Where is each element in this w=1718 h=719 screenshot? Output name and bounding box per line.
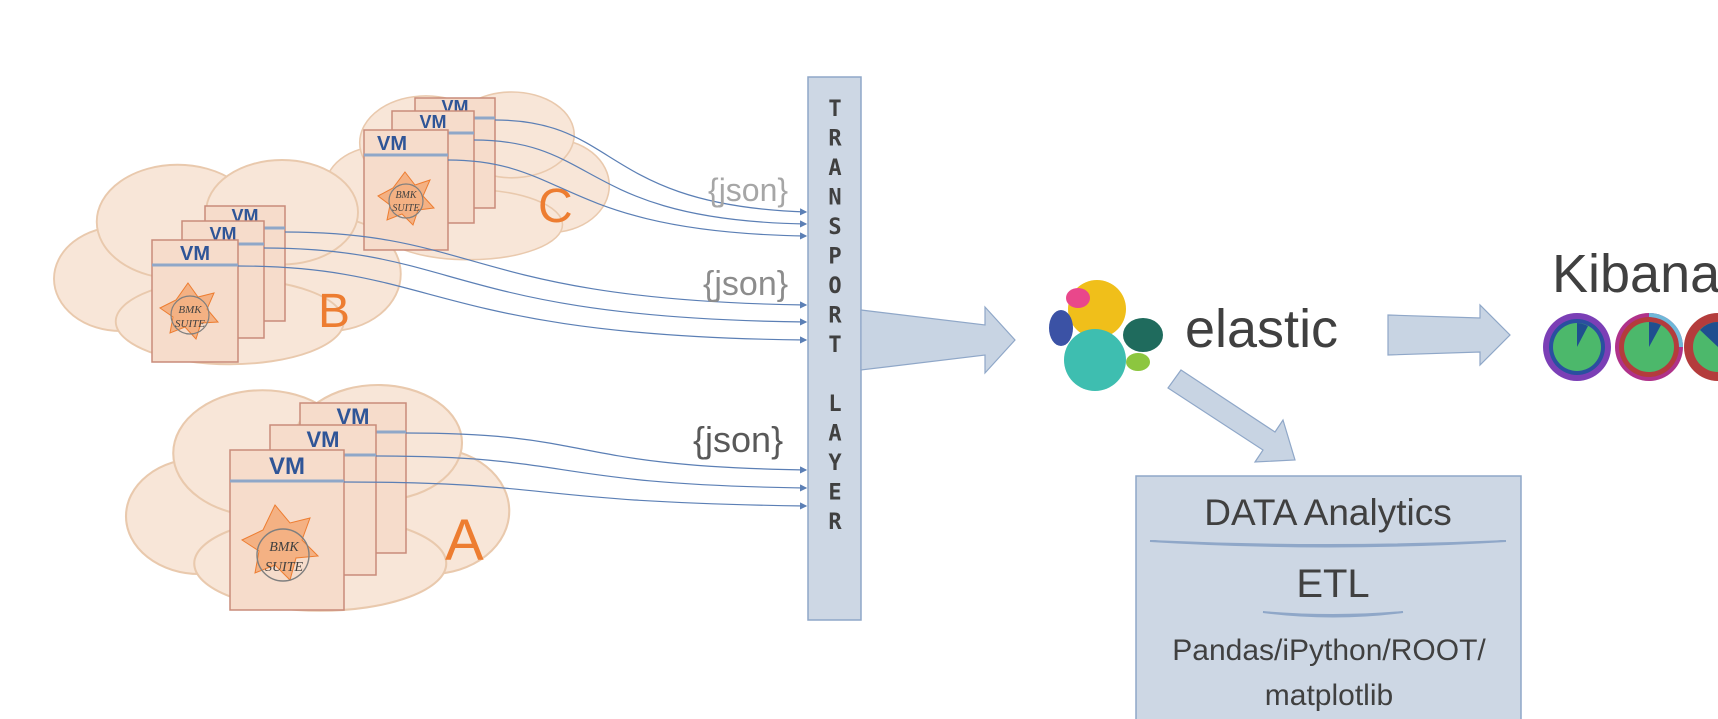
suite-text: SUITE <box>392 203 419 214</box>
vm-label: VM <box>180 243 210 265</box>
arrow-to-elastic <box>860 305 1016 375</box>
kibana-pie-icons <box>1543 313 1718 381</box>
suite-text: SUITE <box>265 560 304 575</box>
vm-card: VM BMK SUITE <box>229 449 345 611</box>
pie-chart-icon <box>1684 313 1718 381</box>
elastic-logo-icon <box>1049 280 1163 391</box>
transport-letter: R <box>828 127 842 152</box>
connection-lines <box>237 119 808 510</box>
vm-label: VM <box>377 133 407 155</box>
cloud-label-c: C <box>538 180 573 233</box>
etl-divider <box>1262 611 1404 618</box>
arrow-to-kibana <box>1387 303 1511 367</box>
transport-letter: E <box>828 481 841 506</box>
pie-chart-icon <box>1615 313 1683 381</box>
bmk-text: BMK <box>178 304 202 316</box>
json-label-a: {json} <box>693 419 783 460</box>
transport-letter: P <box>828 245 841 270</box>
bmk-text: BMK <box>395 190 417 201</box>
bmk-suite-icon: BMK SUITE <box>240 504 320 582</box>
tools-line-2: matplotlib <box>1265 679 1393 712</box>
vm-label: VM <box>210 224 237 244</box>
json-label-c: {json} <box>708 172 788 208</box>
suite-text: SUITE <box>175 318 205 330</box>
transport-letter: O <box>828 274 841 299</box>
transport-letter: T <box>828 97 841 122</box>
json-label-b: {json} <box>703 265 788 303</box>
vm-label: VM <box>269 453 305 480</box>
transport-letter: A <box>828 156 841 181</box>
vm-stack-a: VM VM VM BMK SUITE <box>229 402 407 611</box>
vm-stack-c: VM VM VM BMK SUITE <box>363 97 496 251</box>
transport-letter: S <box>828 215 841 240</box>
transport-letter: Y <box>828 451 842 476</box>
bmk-suite-icon: BMK SUITE <box>377 171 436 226</box>
vm-label: VM <box>307 427 340 452</box>
etl-label: ETL <box>1296 562 1369 606</box>
bmk-text: BMK <box>269 540 299 555</box>
vm-stack-b: VM VM VM BMK SUITE <box>151 205 286 363</box>
cloud-label-a: A <box>445 508 484 573</box>
transport-letter: N <box>828 186 841 211</box>
kibana-label: Kibana <box>1552 244 1718 304</box>
vm-card: VM BMK SUITE <box>151 239 239 363</box>
vm-label: VM <box>420 112 447 132</box>
transport-letter: R <box>828 304 842 329</box>
transport-letter: A <box>828 422 841 447</box>
data-analytics-box: DATA Analytics ETL Pandas/iPython/ROOT/ … <box>1135 475 1522 719</box>
arrow-to-analytics <box>1167 369 1296 463</box>
vm-card: VM BMK SUITE <box>363 129 449 251</box>
analytics-title: DATA Analytics <box>1204 492 1451 533</box>
analytics-divider <box>1149 540 1507 548</box>
elastic-label: elastic <box>1185 299 1338 359</box>
transport-letter: R <box>828 510 842 535</box>
tools-line-1: Pandas/iPython/ROOT/ <box>1172 634 1486 667</box>
bmk-suite-icon: BMK SUITE <box>159 282 220 340</box>
transport-letter: T <box>828 333 841 358</box>
pie-chart-icon <box>1543 313 1611 381</box>
transport-letter: L <box>828 392 841 417</box>
cloud-label-b: B <box>318 285 350 338</box>
